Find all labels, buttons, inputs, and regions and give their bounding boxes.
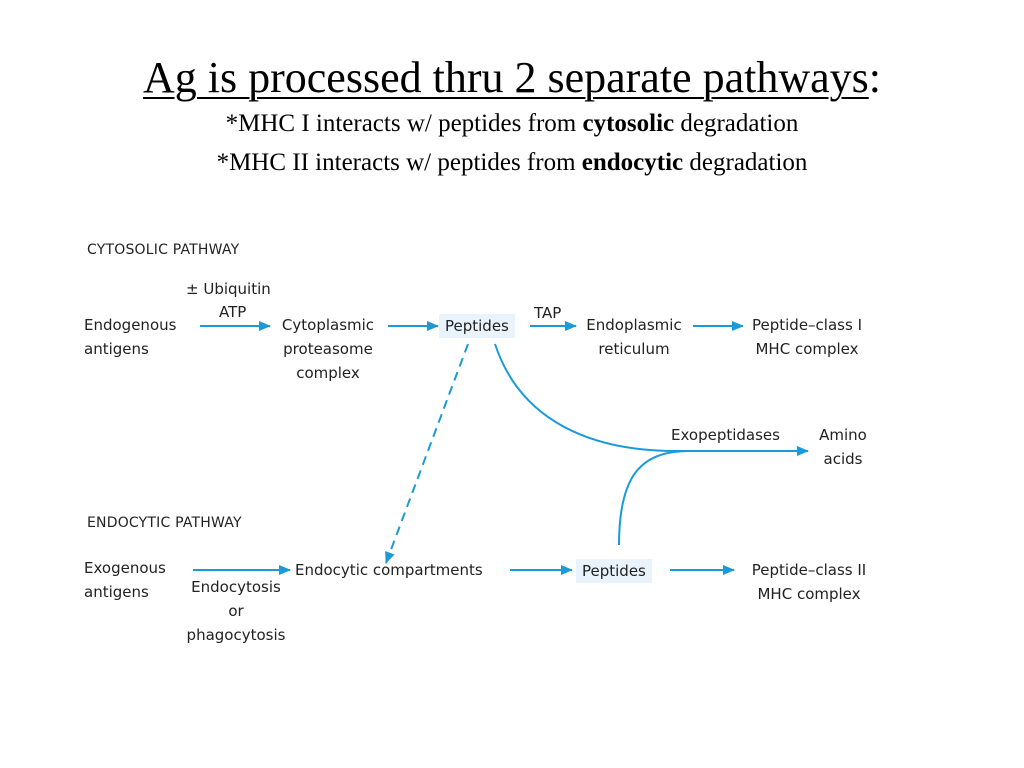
- endogenous-antigens-label: Endogenous antigens: [84, 313, 176, 361]
- er-line2: reticulum: [598, 340, 670, 358]
- proteasome-line1: Cytoplasmic: [281, 316, 375, 334]
- mhc1-statement: *MHC I interacts w/ peptides from cytoso…: [0, 104, 1024, 143]
- endocytic-compartments-label: Endocytic compartments: [295, 561, 483, 579]
- exogenous-antigens-line2: antigens: [84, 583, 149, 601]
- mhc2-statement: *MHC II interacts w/ peptides from endoc…: [0, 143, 1024, 182]
- arrow-peptides-to-amino-acids: [494, 343, 809, 456]
- mhc1-complex-line2: MHC complex: [755, 340, 859, 358]
- slide-title-colon: :: [868, 53, 882, 102]
- tap-label: TAP: [534, 304, 562, 322]
- slide-title: Ag is processed thru 2 separate pathways…: [0, 52, 1024, 104]
- ubiquitin-label: ± Ubiquitin: [186, 280, 271, 298]
- mhc1-statement-bold: cytosolic: [582, 110, 675, 137]
- cytosolic-pathway-header: CYTOSOLIC PATHWAY: [87, 242, 240, 258]
- endocytic-peptides-box: Peptides: [576, 559, 652, 583]
- mhc2-complex-label: Peptide–class II MHC complex: [740, 558, 878, 606]
- mhc2-statement-post: degradation: [683, 149, 808, 176]
- exopeptidases-label: Exopeptidases: [671, 426, 780, 444]
- endocytosis-label: Endocytosis or phagocytosis: [177, 575, 295, 647]
- proteasome-label: Cytoplasmic proteasome complex: [273, 313, 383, 385]
- mhc1-complex-label: Peptide–class I MHC complex: [744, 313, 870, 361]
- mhc2-statement-pre: *MHC II interacts w/ peptides from: [216, 149, 582, 176]
- endogenous-antigens-line2: antigens: [84, 340, 149, 358]
- arrow-peptides-to-endocytic-dashed: [385, 343, 469, 564]
- mhc1-complex-line1: Peptide–class I: [752, 316, 862, 334]
- atp-label: ATP: [219, 303, 247, 321]
- mhc2-complex-line2: MHC complex: [757, 585, 861, 603]
- mhc2-statement-bold: endocytic: [581, 149, 684, 176]
- er-line1: Endoplasmic: [586, 316, 682, 334]
- mhc1-statement-post: degradation: [674, 110, 799, 137]
- proteasome-line2: proteasome: [283, 340, 373, 358]
- arrow-endocytic-peptides-to-amino-acids: [618, 450, 691, 546]
- amino-acids-line2: acids: [823, 450, 863, 468]
- cytosolic-peptides-box: Peptides: [439, 314, 515, 338]
- slide-header: Ag is processed thru 2 separate pathways…: [0, 52, 1024, 182]
- endocytosis-line3: phagocytosis: [186, 626, 286, 644]
- exogenous-antigens-label: Exogenous antigens: [84, 556, 166, 604]
- er-label: Endoplasmic reticulum: [576, 313, 692, 361]
- slide-title-text: Ag is processed thru 2 separate pathways: [142, 53, 869, 102]
- amino-acids-line1: Amino: [819, 426, 867, 444]
- endocytosis-line2: or: [228, 602, 244, 620]
- endocytosis-line1: Endocytosis: [191, 578, 281, 596]
- exogenous-antigens-line1: Exogenous: [84, 559, 166, 577]
- amino-acids-label: Amino acids: [810, 423, 876, 471]
- mhc1-statement-pre: *MHC I interacts w/ peptides from: [225, 110, 583, 137]
- endocytic-pathway-header: ENDOCYTIC PATHWAY: [87, 515, 242, 531]
- proteasome-line3: complex: [296, 364, 360, 382]
- endogenous-antigens-line1: Endogenous: [84, 316, 177, 334]
- mhc2-complex-line1: Peptide–class II: [751, 561, 867, 579]
